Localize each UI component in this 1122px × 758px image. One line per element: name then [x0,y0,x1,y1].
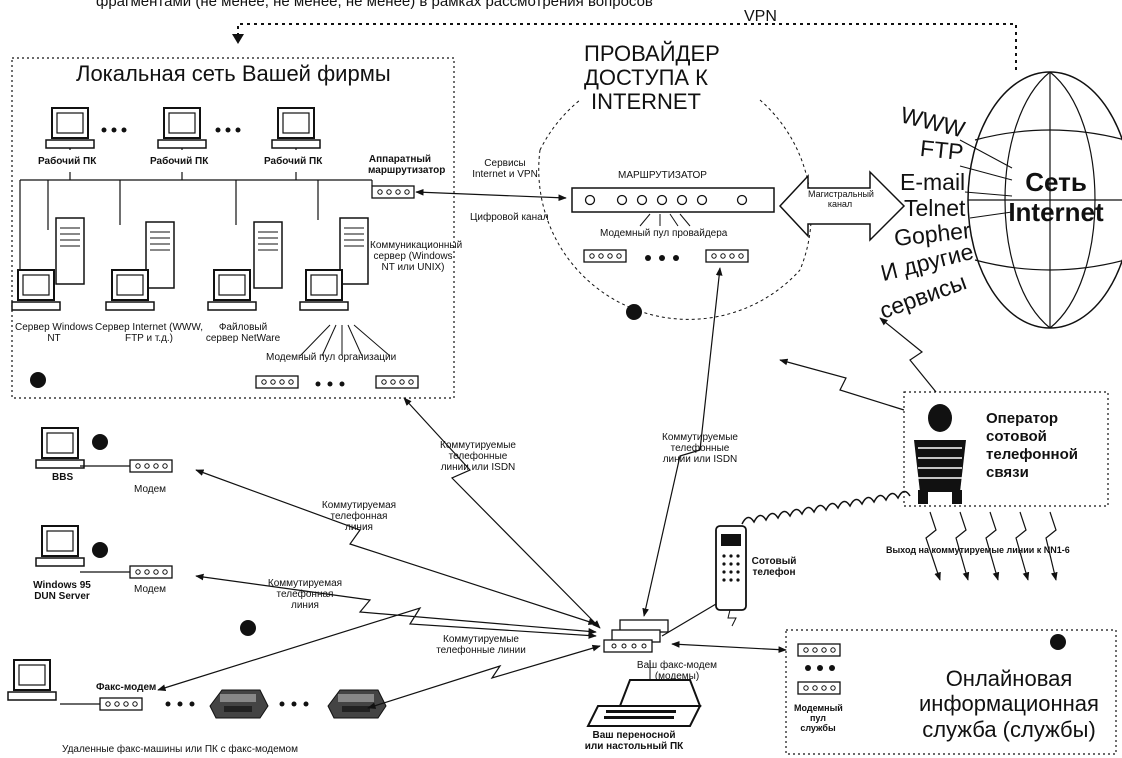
switched-lines-label-3: Коммутируемые телефонные линии [436,634,526,656]
dun-label: Windows 95 DUN Server [33,580,91,602]
hw-router-label: Аппаратный маршрутизатор [368,154,446,176]
operator-exit-label: Выход на коммутируемые линии к NN1-6 [886,545,1070,555]
switched-line-label-2: Коммутируемая телефонная линия [267,578,343,611]
switched-lines-isdn-label-2: Коммутируемые телефонные линии или ISDN [662,432,738,465]
switched-lines-isdn-label-1: Коммутируемые телефонные линии или ISDN [440,440,516,473]
server-internet-label: Сервер Internet (WWW, FTP и т.д.) [94,322,203,344]
badge-5 [92,542,108,558]
backbone-label: Магистральный канал [808,189,874,209]
modem-label-1: Модем [134,484,167,495]
service-telnet: Telnet [904,195,966,221]
internet-title: Сеть Internet [1008,167,1104,227]
ws-label-2: Рабочий ПК [150,156,209,167]
provider-title: ПРОВАЙДЕР ДОСТУПА К INTERNET [584,41,720,115]
badge-6 [240,620,256,636]
online-title: Онлайновая информационная служба (службы… [919,666,1099,742]
laptop-label: Ваш переносной или настольный ПК [584,730,684,752]
internet-vpn-label: Сервисы Internet и VPN [472,158,538,180]
lan-title: Локальная сеть Вашей фирмы [76,61,391,86]
ws-label-1: Рабочий ПК [38,156,97,167]
org-modem-pool-label: Модемный пул организации [266,352,397,363]
digital-channel-label: Цифровой канал [470,212,549,223]
provider-modem-pool-label: Модемный пул провайдера [600,228,728,239]
modem-label-2: Модем [134,584,167,595]
badge-2 [30,372,46,388]
server-nt-label: Сервер Windows NT [14,322,93,344]
service-ftp: FTP [918,134,965,166]
badge-3 [92,434,108,450]
server-comm-label: Коммуникационный сервер (Windows NT или … [370,240,463,273]
ws-label-3: Рабочий ПК [264,156,323,167]
cell-phone-label: Сотовый телефон [751,556,797,578]
user-fax-modem-label: Ваш факс-модем (модемы) [636,660,718,682]
server-file-label: Файловый сервер NetWare [205,322,281,344]
provider-router-label: МАРШРУТИЗАТОР [618,170,707,181]
fax-modem-label: Факс-модем [96,682,157,693]
badge-7 [1050,634,1066,650]
switched-line-label-1: Коммутируемая телефонная линия [321,500,397,533]
header-cut-text: фрагментами (не менее, не менее, не мене… [96,0,653,10]
bbs-label: BBS [52,472,74,483]
online-modem-pool-label: Модемный пул службы [794,703,843,733]
remote-fax-label: Удаленные факс-машины или ПК с факс-моде… [62,744,298,755]
operator-title: Оператор сотовой телефонной связи [986,410,1078,481]
vpn-label: VPN [744,8,777,25]
service-email: E-mail [900,169,966,195]
badge-1 [626,304,642,320]
